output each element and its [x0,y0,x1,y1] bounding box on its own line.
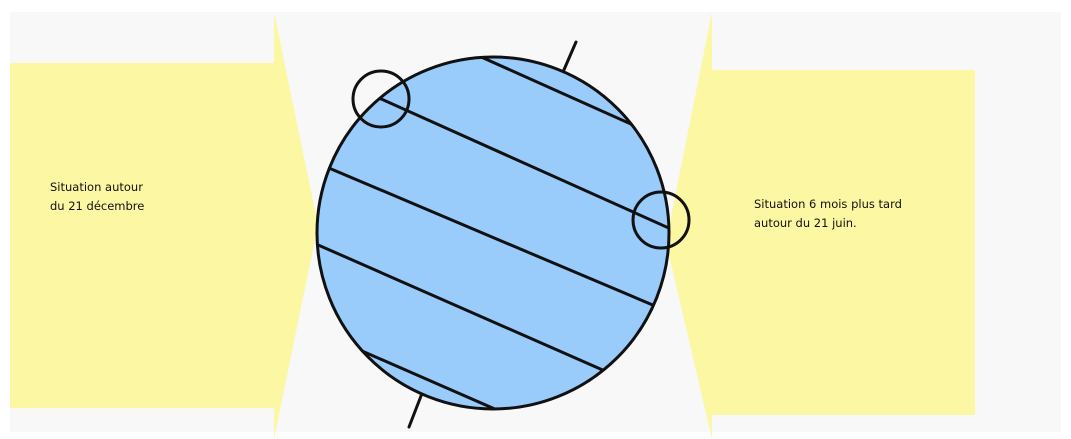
right-caption-line1: Situation 6 mois plus tard [754,195,902,214]
right-caption-line2: autour du 21 juin. [754,214,902,233]
earth [317,57,669,409]
left-caption-line2: du 21 décembre [50,197,144,216]
left-panel [10,12,318,439]
left-caption-line1: Situation autour [50,178,144,197]
right-caption: Situation 6 mois plus tard autour du 21 … [754,195,902,233]
left-caption: Situation autour du 21 décembre [50,178,144,216]
